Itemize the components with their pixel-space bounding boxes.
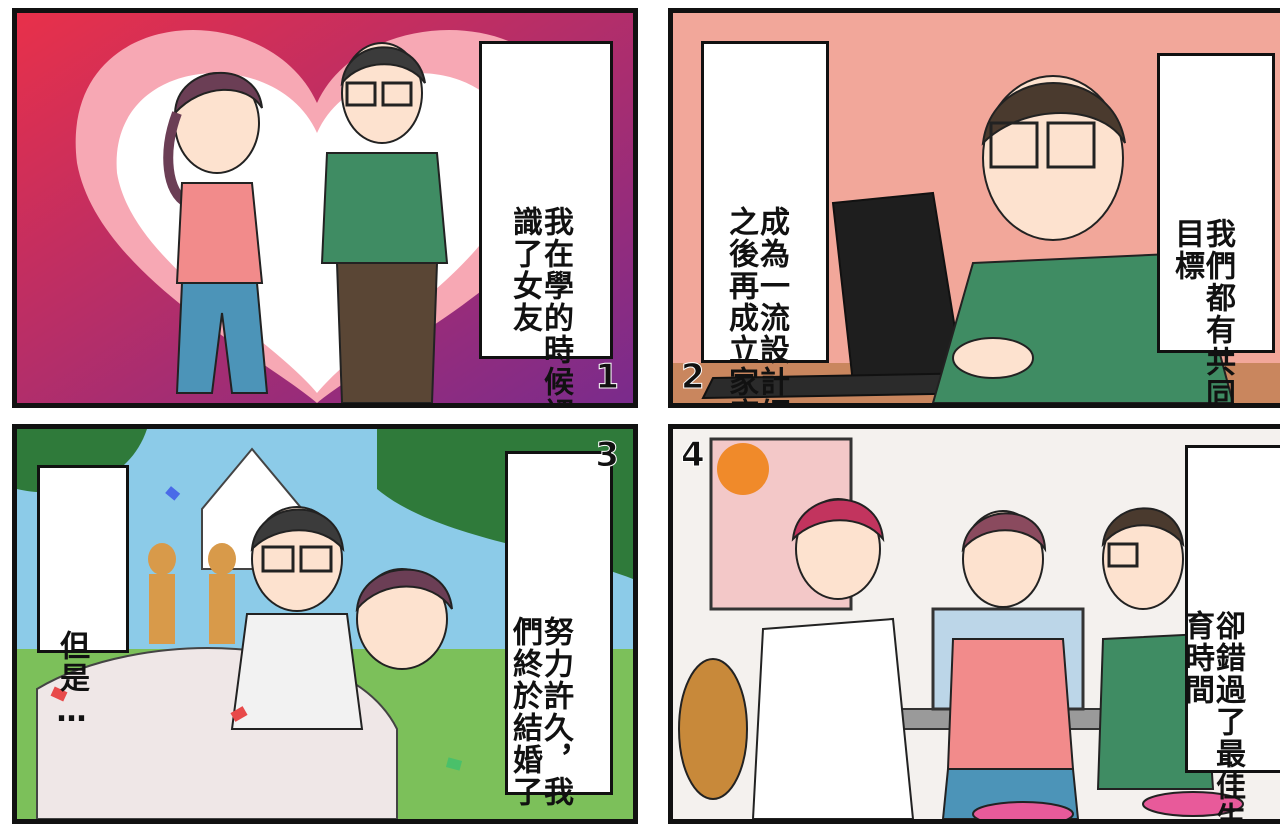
man-figure (320, 42, 449, 403)
panel-number: 3 (595, 435, 620, 476)
narration-marriage-line-1: 努力許久，我 (538, 616, 573, 808)
narration-plan-line-1: 成為一流設計師 (754, 206, 789, 408)
woman-figure (163, 72, 269, 394)
narration-marriage-line-2: 們終於結婚了 (507, 616, 542, 808)
narration-box: 我在學的時候認 識了女友 (479, 41, 613, 403)
studio-team-illustration (673, 429, 1280, 819)
narration-but-line-1: 但是… (54, 630, 89, 731)
narration-goal-line-2: 目標 (1169, 218, 1204, 282)
comic-panel-2: 我們都有共同的 目標 成為一流設計師 之後再成立家庭 2 (668, 8, 1280, 408)
comic-panel-3: 努力許久，我 們終於結婚了 但是… 3 (12, 424, 638, 824)
narration-missed-line-2: 育時間 (1179, 610, 1214, 706)
narration-missed-line-1: 卻錯過了最佳生 (1210, 610, 1245, 824)
narration-line-2: 識了女友 (507, 206, 542, 334)
panel-number: 4 (681, 435, 706, 476)
panel-number: 1 (595, 357, 620, 398)
narration-line-1: 我在學的時候認 (538, 206, 573, 408)
narration-plan-line-2: 之後再成立家庭 (723, 206, 758, 408)
narration-box-plan: 成為一流設計師 之後再成立家庭 (701, 41, 829, 403)
narration-box-goal: 我們都有共同的 目標 (1157, 53, 1275, 403)
narration-goal-line-1: 我們都有共同的 (1200, 218, 1235, 408)
narration-box-but: 但是… (37, 465, 129, 731)
narration-box-missed: 卻錯過了最佳生 育時間 (1179, 445, 1280, 819)
comic-panel-1: 我在學的時候認 識了女友 1 (12, 8, 638, 408)
panel-number: 2 (681, 357, 706, 398)
narration-box-marriage: 努力許久，我 們終於結婚了 (505, 451, 613, 808)
comic-panel-4: 卻錯過了最佳生 育時間 4 (668, 424, 1280, 824)
